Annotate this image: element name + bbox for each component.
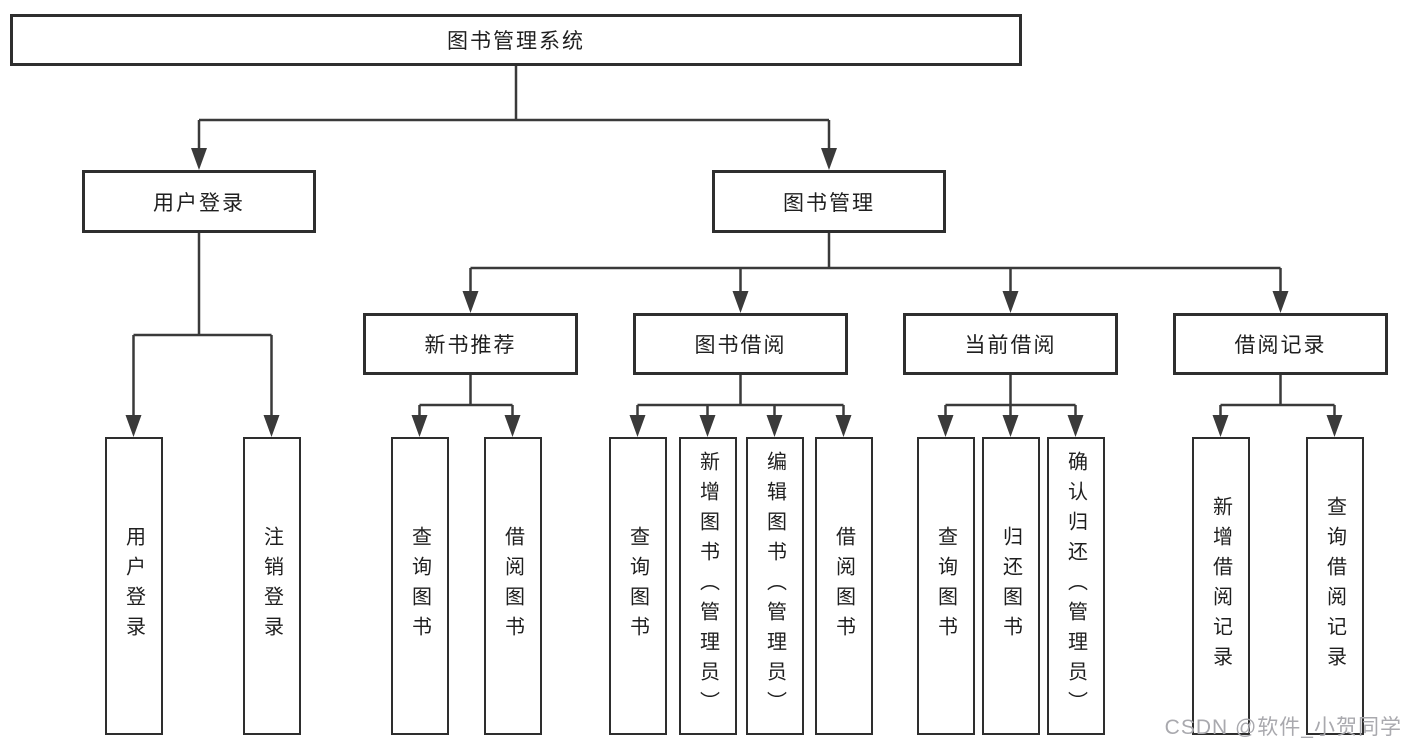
node-book-borrow: 图书借阅 <box>633 313 848 375</box>
connector-current-borrow-to-leaves <box>937 375 1084 437</box>
leaf-nbr-borrow-books: 借阅图书 <box>483 437 542 735</box>
leaf-bb-edit-books-admin: 编辑图书（管理员） <box>745 437 804 735</box>
leaf-cb-query-books-label: 查询图书 <box>934 526 957 646</box>
leaf-bb-edit-books-admin-label: 编辑图书（管理员） <box>763 451 786 721</box>
leaf-bb-add-books-admin: 新增图书（管理员） <box>678 437 737 735</box>
leaf-br-query-record-label: 查询借阅记录 <box>1323 496 1346 676</box>
node-new-book-recommend: 新书推荐 <box>363 313 578 375</box>
leaf-cb-confirm-return-admin-label: 确认归还（管理员） <box>1064 451 1087 721</box>
node-book-management: 图书管理 <box>712 170 946 233</box>
leaf-cb-return-books-label: 归还图书 <box>999 526 1022 646</box>
connector-borrow-records-to-leaves <box>1212 375 1343 437</box>
leaf-cb-return-books: 归还图书 <box>981 437 1040 735</box>
leaf-cb-confirm-return-admin: 确认归还（管理员） <box>1046 437 1105 735</box>
leaf-nbr-query-books-label: 查询图书 <box>408 526 431 646</box>
leaf-br-query-record: 查询借阅记录 <box>1305 437 1364 735</box>
leaf-user-login-label: 用户登录 <box>122 526 145 646</box>
node-book-borrow-label: 图书借阅 <box>694 334 787 357</box>
node-book-management-label: 图书管理 <box>783 191 875 215</box>
connector-book-borrow-to-leaves <box>629 375 852 437</box>
node-current-borrow-label: 当前借阅 <box>964 334 1057 357</box>
leaf-user-login: 用户登录 <box>104 437 163 735</box>
node-borrow-records-label: 借阅记录 <box>1234 334 1327 357</box>
node-new-book-recommend-label: 新书推荐 <box>424 334 517 357</box>
leaf-cb-query-books: 查询图书 <box>916 437 975 735</box>
leaf-bb-query-books-label: 查询图书 <box>626 526 649 646</box>
node-borrow-records: 借阅记录 <box>1173 313 1388 375</box>
connector-new-book-recommend-to-leaves <box>411 375 521 437</box>
leaf-br-add-record-label: 新增借阅记录 <box>1209 496 1232 676</box>
leaf-nbr-query-books: 查询图书 <box>390 437 449 735</box>
leaf-nbr-borrow-books-label: 借阅图书 <box>501 526 524 646</box>
leaf-logout: 注销登录 <box>242 437 301 735</box>
connector-book-management-to-level3 <box>462 233 1289 313</box>
node-root-label: 图书管理系统 <box>447 30 585 53</box>
leaf-bb-borrow-books-label: 借阅图书 <box>832 526 855 646</box>
connector-root-to-level2 <box>191 66 837 170</box>
leaf-br-add-record: 新增借阅记录 <box>1191 437 1250 735</box>
csdn-watermark: CSDN @软件_小贺同学 <box>1164 716 1402 739</box>
node-root: 图书管理系统 <box>10 14 1022 66</box>
leaf-bb-query-books: 查询图书 <box>608 437 667 735</box>
connector-user-login-to-leaves <box>125 233 280 437</box>
leaf-logout-label: 注销登录 <box>260 526 283 646</box>
node-user-login: 用户登录 <box>82 170 316 233</box>
node-user-login-label: 用户登录 <box>153 191 245 215</box>
node-current-borrow: 当前借阅 <box>903 313 1118 375</box>
leaf-bb-borrow-books: 借阅图书 <box>814 437 873 735</box>
leaf-bb-add-books-admin-label: 新增图书（管理员） <box>696 451 719 721</box>
